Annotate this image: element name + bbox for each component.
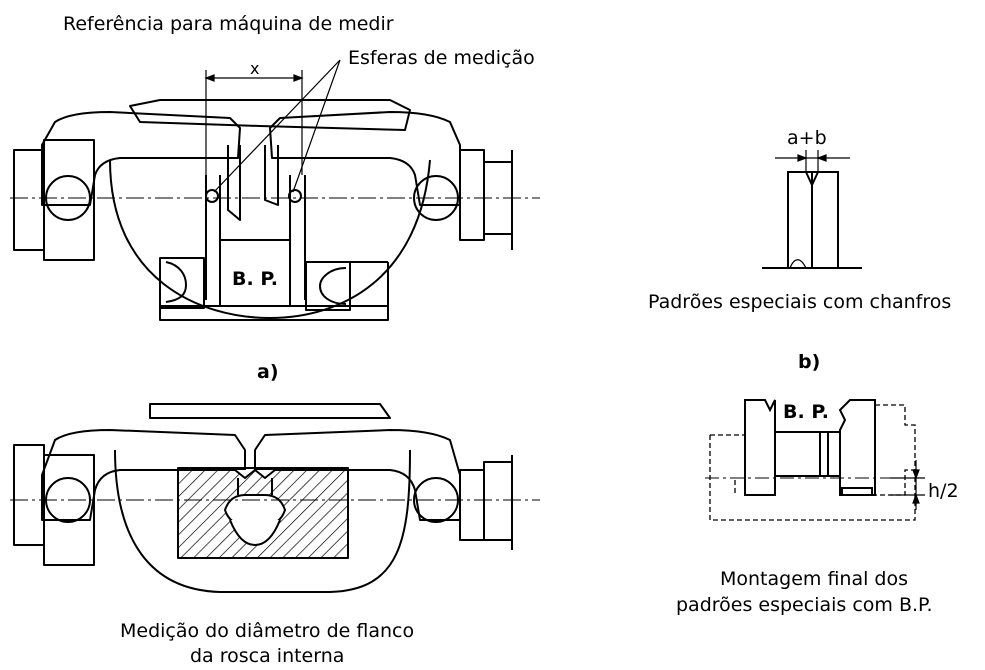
assembly-caption-line1: Montagem final dos [720, 568, 908, 590]
assembly-caption-line2: padrões especiais com B.P. [676, 594, 933, 616]
reference-label: Referência para máquina de medir [63, 13, 394, 35]
figure-b-label: b) [798, 351, 820, 373]
dimension-x [204, 70, 304, 175]
dimension-h2 [890, 460, 925, 510]
internal-caption-line1: Medição do diâmetro de flanco [120, 620, 414, 642]
height-label: h/2 [928, 480, 959, 502]
block-label-a: B. P. [232, 268, 278, 290]
figure-a-label: a) [257, 361, 279, 383]
spheres-label: Esferas de medição [348, 47, 535, 69]
dimension-a-plus-b-label: a+b [787, 127, 827, 149]
sphere-leaders [213, 59, 341, 193]
dimension-x-label: x [250, 59, 259, 78]
chamfered-standards [762, 171, 862, 269]
figure-a-measuring-setup [13, 99, 513, 321]
block-label-b: B. P. [783, 401, 829, 423]
internal-caption-line2: da rosca interna [190, 645, 344, 667]
dimension-a-plus-b [775, 150, 850, 172]
chamfer-caption: Padrões especiais com chanfros [648, 291, 951, 313]
figure-internal-thread [13, 403, 513, 593]
